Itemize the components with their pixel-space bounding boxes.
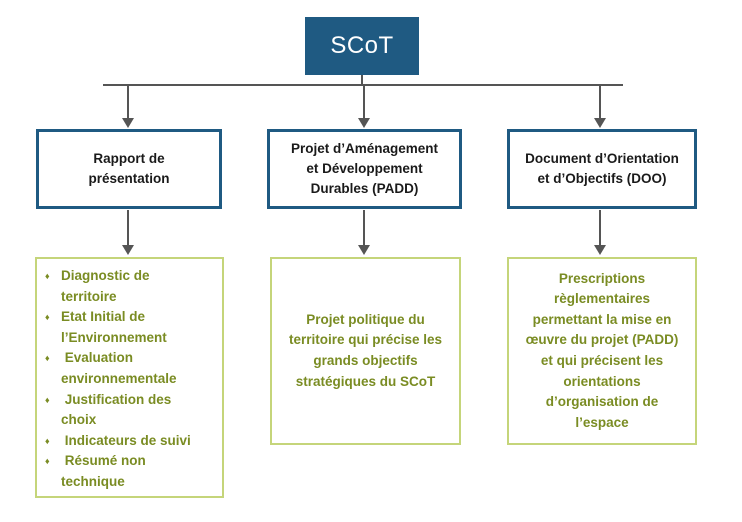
arrow-head-padd-desc	[358, 245, 370, 255]
arrow-head-rapport	[122, 118, 134, 128]
arrow-head-doo	[594, 118, 606, 128]
diamond-bullet-icon: ♦	[45, 353, 50, 364]
root-label: SCoT	[330, 32, 394, 59]
diamond-bullet-icon: ♦	[45, 271, 50, 281]
rapport-bullet-list: ♦Diagnostic de territoire ♦Etat Initial …	[37, 259, 222, 493]
list-item: ♦ Résumé non technique	[45, 453, 146, 489]
diamond-bullet-icon: ♦	[45, 435, 50, 446]
padd-description: Projet politique du territoire qui préci…	[288, 311, 443, 389]
node-padd: Projet d’Aménagement et Développement Du…	[267, 129, 462, 209]
diamond-bullet-icon: ♦	[45, 456, 50, 467]
list-item: ♦ Justification des choix	[45, 391, 172, 428]
list-item: ♦Etat Initial de l’Environnement	[45, 309, 167, 345]
node-doo: Document d’Orientation et d’Objectifs (D…	[507, 129, 697, 209]
diamond-bullet-icon: ♦	[45, 312, 50, 323]
doo-description-box: Prescriptions règlementaires permettant …	[507, 257, 697, 445]
rapport-details-box: ♦Diagnostic de territoire ♦Etat Initial …	[35, 257, 224, 498]
node-title: Rapport de présentation	[88, 151, 170, 186]
diamond-bullet-icon: ♦	[45, 394, 50, 405]
arrow-head-doo-desc	[594, 245, 606, 255]
list-item: ♦ Indicateurs de suivi	[45, 431, 212, 452]
padd-description-box: Projet politique du territoire qui préci…	[270, 257, 461, 445]
node-title: Document d’Orientation et d’Objectifs (D…	[525, 151, 679, 186]
list-item: ♦Diagnostic de territoire	[45, 268, 150, 304]
node-title: Projet d’Aménagement et Développement Du…	[290, 141, 439, 196]
arrow-head-rapport-desc	[122, 245, 134, 255]
doo-description: Prescriptions règlementaires permettant …	[525, 270, 679, 430]
arrow-head-padd	[358, 118, 370, 128]
node-rapport-presentation: Rapport de présentation	[36, 129, 222, 209]
list-item: ♦ Evaluation environnementale	[45, 350, 177, 386]
root-node-scot: SCoT	[305, 17, 419, 75]
